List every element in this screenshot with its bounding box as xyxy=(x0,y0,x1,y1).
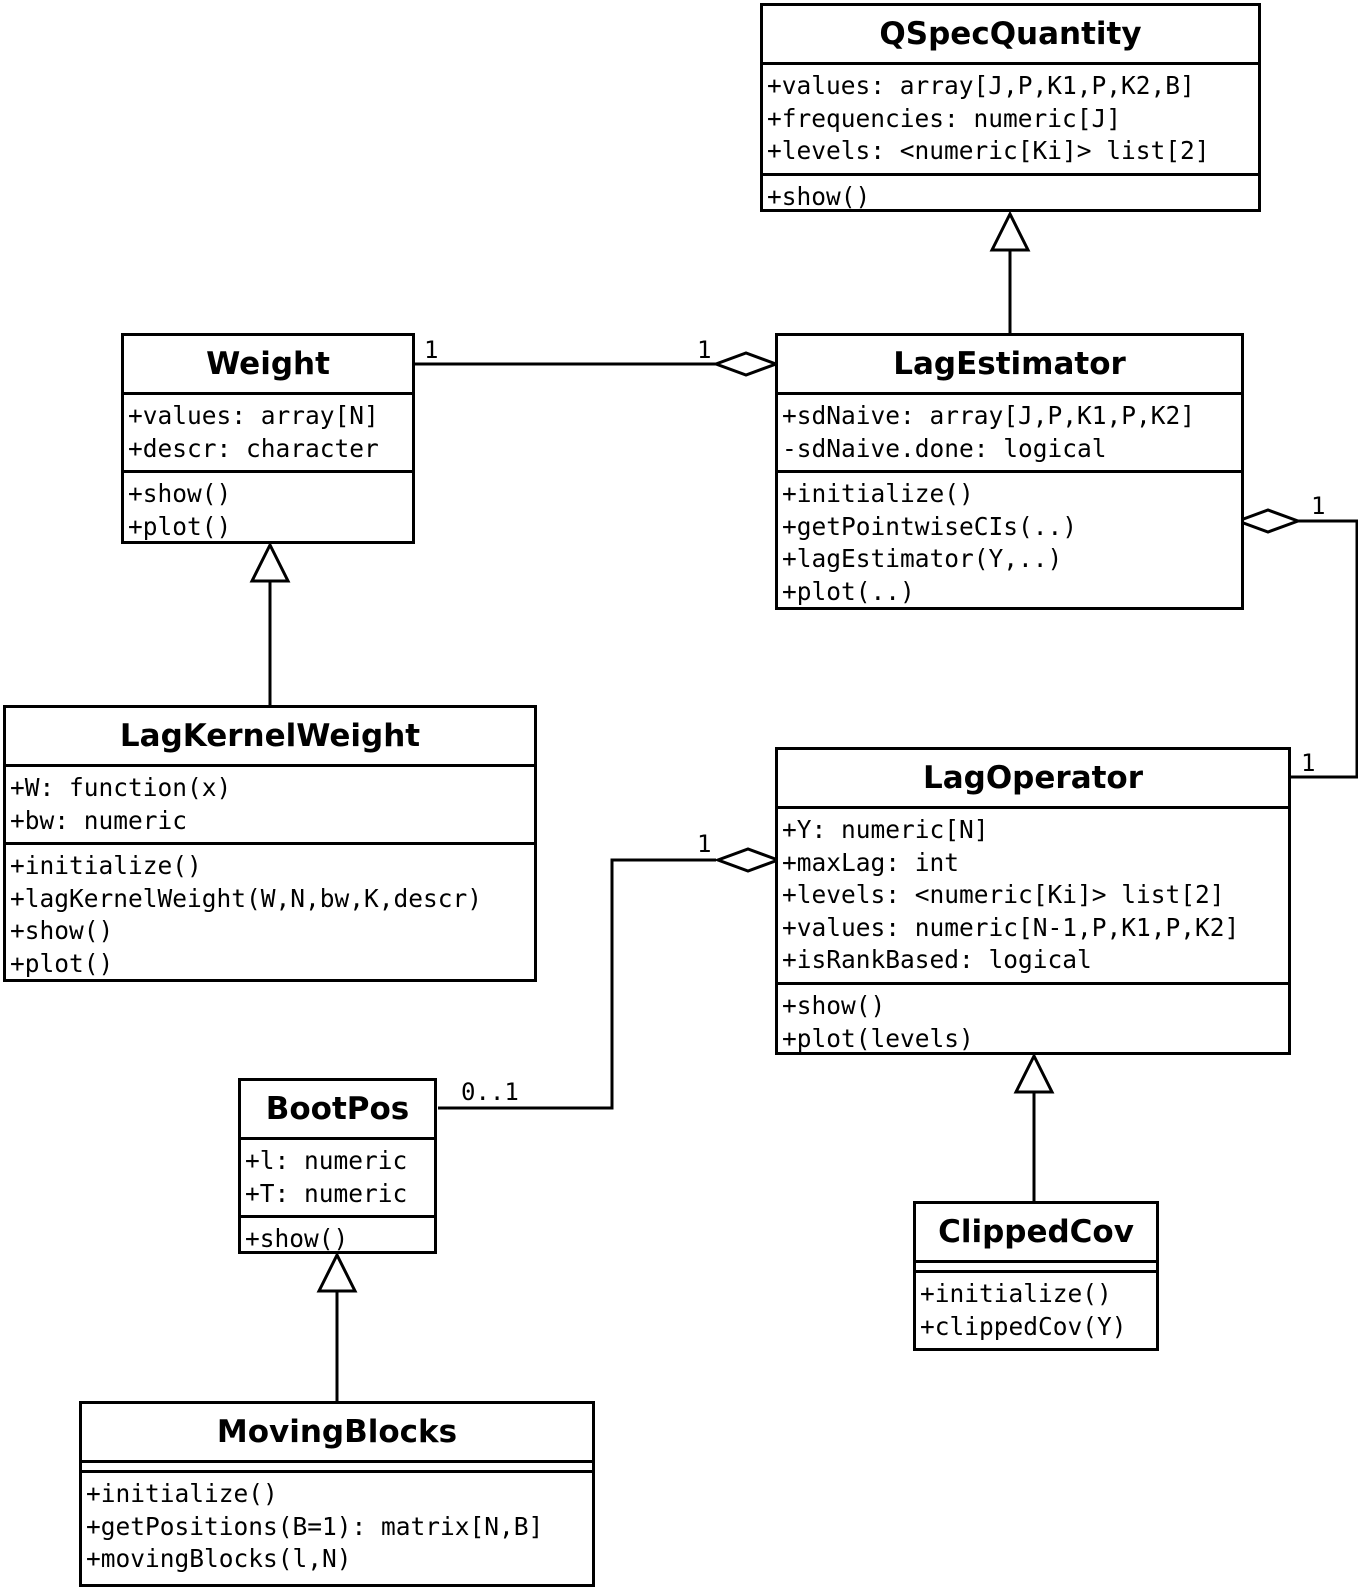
class-bootpos: BootPos +l: numeric +T: numeric +show() xyxy=(238,1078,437,1254)
operations-section: +initialize() +lagKernelWeight(W,N,bw,K,… xyxy=(6,845,534,984)
operation: +lagEstimator(Y,..) xyxy=(782,544,1063,573)
attribute: +bw: numeric xyxy=(10,805,188,835)
attribute: +l: numeric xyxy=(245,1146,408,1175)
class-name: BootPos xyxy=(241,1081,434,1140)
attribute: +maxLag: int xyxy=(782,847,960,877)
class-movingblocks: MovingBlocks +initialize() +getPositions… xyxy=(79,1401,595,1587)
attribute: +frequencies: numeric[J] xyxy=(767,103,1122,133)
attribute: +T: numeric xyxy=(245,1178,408,1208)
attribute: +values: array[J,P,K1,P,K2,B] xyxy=(767,71,1195,100)
operation: +initialize() xyxy=(782,479,974,508)
attribute: +values: numeric[N-1,P,K1,P,K2] xyxy=(782,912,1240,942)
generalization-arrowhead xyxy=(316,1251,358,1293)
class-name: QSpecQuantity xyxy=(763,6,1258,65)
operation: +initialize() xyxy=(920,1279,1112,1308)
aggregation-diamond xyxy=(713,847,783,873)
class-name: LagOperator xyxy=(778,750,1288,809)
operations-section: +show() xyxy=(241,1218,434,1260)
attribute: +W: function(x) xyxy=(10,773,232,802)
operations-section: +initialize() +getPositions(B=1): matrix… xyxy=(82,1473,592,1580)
operations-section: +initialize() +getPointwiseCIs(..) +lagE… xyxy=(778,473,1241,612)
class-name: ClippedCov xyxy=(916,1204,1156,1263)
aggregation-diamond xyxy=(1233,508,1303,534)
attributes-section: +Y: numeric[N] +maxLag: int +levels: <nu… xyxy=(778,809,1288,985)
attributes-section: +sdNaive: array[J,P,K1,P,K2] -sdNaive.do… xyxy=(778,395,1241,473)
operation: +initialize() xyxy=(86,1479,278,1508)
class-name: MovingBlocks xyxy=(82,1404,592,1463)
operation: +getPositions(B=1): matrix[N,B] xyxy=(86,1511,544,1541)
operation: +plot() xyxy=(128,511,232,541)
class-lagoperator: LagOperator +Y: numeric[N] +maxLag: int … xyxy=(775,747,1291,1055)
class-name: Weight xyxy=(124,336,412,395)
generalization-arrowhead xyxy=(249,541,291,583)
operations-section: +show() +plot() xyxy=(124,473,412,547)
class-clippedcov: ClippedCov +initialize() +clippedCov(Y) xyxy=(913,1201,1159,1351)
class-qspecquantity: QSpecQuantity +values: array[J,P,K1,P,K2… xyxy=(760,3,1261,212)
operation: +show() xyxy=(767,182,871,211)
attribute: +descr: character xyxy=(128,433,379,463)
attributes-section: +l: numeric +T: numeric xyxy=(241,1140,434,1218)
attribute: -sdNaive.done: logical xyxy=(782,433,1107,463)
generalization-arrowhead xyxy=(989,210,1031,252)
operation: +show() xyxy=(245,1224,349,1253)
operation: +show() xyxy=(782,991,886,1020)
attribute: +levels: <numeric[Ki]> list[2] xyxy=(767,136,1210,165)
attributes-section: +values: array[N] +descr: character xyxy=(124,395,412,473)
aggregation-diamond xyxy=(711,351,781,377)
operation: +plot(..) xyxy=(782,576,915,606)
operation: +clippedCov(Y) xyxy=(920,1311,1127,1341)
attribute: +sdNaive: array[J,P,K1,P,K2] xyxy=(782,401,1196,430)
generalization-arrowhead xyxy=(1013,1052,1055,1094)
attribute: +values: array[N] xyxy=(128,401,379,430)
class-lagestimator: LagEstimator +sdNaive: array[J,P,K1,P,K2… xyxy=(775,333,1244,610)
attributes-section: +values: array[J,P,K1,P,K2,B] +frequenci… xyxy=(763,65,1258,176)
attribute: +Y: numeric[N] xyxy=(782,815,989,844)
attribute: +levels: <numeric[Ki]> list[2] xyxy=(782,880,1225,909)
operations-section: +show() xyxy=(763,176,1258,218)
operation: +plot(levels) xyxy=(782,1023,974,1053)
attribute: +isRankBased: logical xyxy=(782,945,1092,974)
operations-section: +initialize() +clippedCov(Y) xyxy=(916,1273,1156,1347)
aggregation-lagestimator-lagoperator xyxy=(1290,519,1358,779)
class-name: LagKernelWeight xyxy=(6,708,534,767)
operation: +initialize() xyxy=(10,851,202,880)
class-lagkernelweight: LagKernelWeight +W: function(x) +bw: num… xyxy=(3,705,537,982)
attributes-section xyxy=(916,1263,1156,1273)
operation: +show() xyxy=(10,916,114,945)
operation: +show() xyxy=(128,479,232,508)
operation: +plot() xyxy=(10,948,114,978)
multiplicity-label: 0..1 xyxy=(461,1078,519,1106)
operations-section: +show() +plot(levels) xyxy=(778,985,1288,1059)
aggregation-bootpos-lagoperator xyxy=(438,858,716,1110)
class-name: LagEstimator xyxy=(778,336,1241,395)
multiplicity-label: 1 xyxy=(1301,749,1316,777)
operation: +getPointwiseCIs(..) xyxy=(782,511,1078,541)
multiplicity-label: 1 xyxy=(697,336,712,364)
attributes-section: +W: function(x) +bw: numeric xyxy=(6,767,534,845)
multiplicity-label: 1 xyxy=(424,336,439,364)
multiplicity-label: 1 xyxy=(697,830,712,858)
multiplicity-label: 1 xyxy=(1311,492,1326,520)
attributes-section xyxy=(82,1463,592,1473)
class-weight: Weight +values: array[N] +descr: charact… xyxy=(121,333,415,544)
operation: +movingBlocks(l,N) xyxy=(86,1544,352,1573)
operation: +lagKernelWeight(W,N,bw,K,descr) xyxy=(10,883,483,913)
